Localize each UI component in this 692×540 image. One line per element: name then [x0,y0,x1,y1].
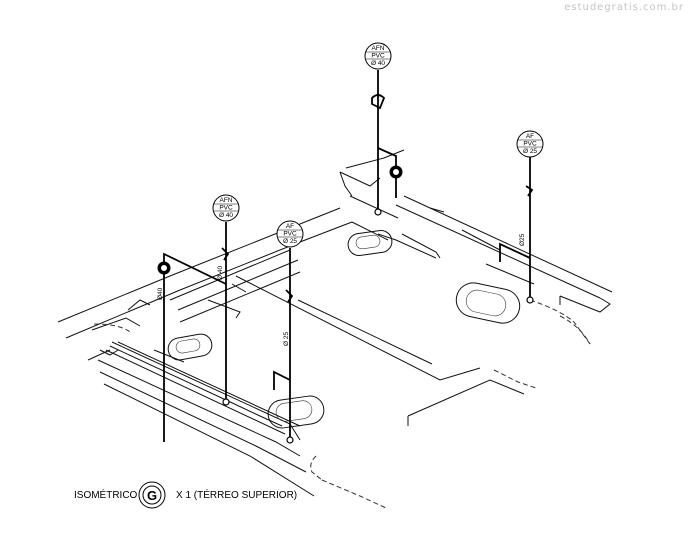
dim-left-vertical: Ø40 [157,287,164,300]
svg-text:PVC: PVC [371,53,385,60]
svg-text:PVC: PVC [219,205,233,212]
svg-text:Ø 25: Ø 25 [523,148,537,155]
fixture-sink-right [455,282,521,324]
svg-text:Ø 40: Ø 40 [219,212,233,219]
svg-text:Ø 25: Ø 25 [283,238,297,245]
svg-text:PVC: PVC [283,231,297,238]
wall-outlines [57,149,613,497]
dim-center-riser: Ø 25 [283,332,290,346]
svg-text:AFN: AFN [220,197,233,204]
tag-afn-top: AFN PVC Ø 40 [364,42,392,70]
watermark: estudegratis.com.br [564,2,684,13]
svg-text:Ø 40: Ø 40 [371,60,385,67]
caption-left: ISOMÉTRICO [74,488,138,501]
riser-afn-left [157,222,230,442]
tag-afn-left: AFN PVC Ø 40 [212,194,240,222]
dim-left-riser: Ø 40 [217,266,224,280]
fixture-sink-center [267,395,325,429]
fixture-sink-top [347,229,393,257]
door-swings [93,299,591,509]
riser-af-center [273,248,294,444]
svg-text:AFN: AFN [372,45,385,52]
fixture-sink-left [167,333,213,361]
drawing-caption: ISOMÉTRICO G X 1 (TÉRREO SUPERIOR) [74,481,297,509]
riser-afn-top [371,70,403,216]
svg-text:PVC: PVC [523,141,537,148]
tag-af-center: AF PVC Ø 25 [276,220,304,248]
svg-text:AF: AF [286,223,294,230]
caption-symbol: G [147,488,157,503]
svg-text:AF: AF [526,133,534,140]
caption-right: X 1 (TÉRREO SUPERIOR) [176,488,297,501]
riser-af-right [499,156,534,304]
dim-right-riser: Ø25 [519,233,526,246]
tag-af-right: AF PVC Ø 25 [516,130,544,158]
